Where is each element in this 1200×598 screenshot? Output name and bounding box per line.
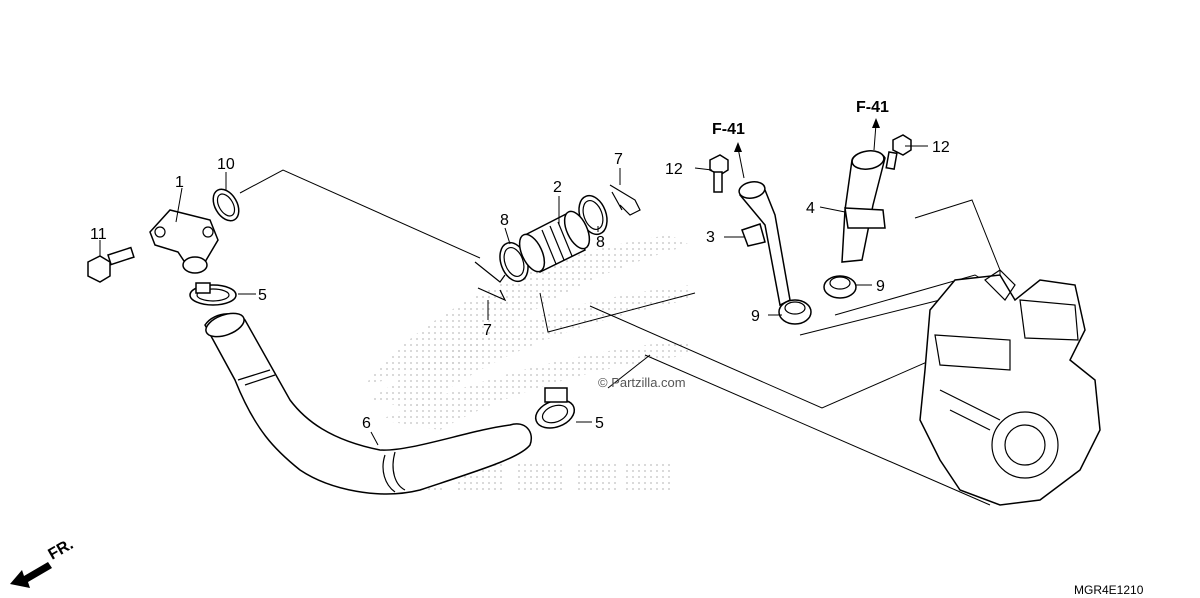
part-7-clip-left[interactable] bbox=[474, 261, 507, 302]
callout-9-right[interactable]: 9 bbox=[876, 278, 885, 295]
callout-11[interactable]: 11 bbox=[90, 226, 107, 243]
callout-7-right[interactable]: 7 bbox=[614, 151, 623, 168]
callout-10[interactable]: 10 bbox=[217, 156, 235, 173]
part-7-clip-right[interactable] bbox=[609, 184, 641, 216]
front-direction-marker: FR. bbox=[10, 536, 76, 588]
callout-8-right[interactable]: 8 bbox=[596, 234, 605, 251]
callout-3[interactable]: 3 bbox=[706, 229, 715, 246]
callout-5-lower[interactable]: 5 bbox=[595, 415, 604, 432]
reference-f41-left[interactable]: F-41 bbox=[712, 121, 745, 138]
part-10-o-ring[interactable] bbox=[208, 185, 244, 225]
callout-12-left[interactable]: 12 bbox=[665, 161, 683, 178]
diagram-code: MGR4E1210 bbox=[1074, 583, 1144, 597]
part-9-grommet-left[interactable] bbox=[778, 299, 812, 325]
arrow-up-icon bbox=[734, 142, 742, 152]
callout-1[interactable]: 1 bbox=[175, 174, 184, 191]
arrow-up-icon bbox=[872, 118, 880, 128]
part-1-water-outlet[interactable] bbox=[149, 209, 219, 274]
part-11-bolt[interactable] bbox=[87, 246, 135, 283]
part-12-bolt-right[interactable] bbox=[885, 134, 912, 171]
reference-f41-right[interactable]: F-41 bbox=[856, 99, 889, 116]
part-2-water-joint[interactable] bbox=[514, 208, 594, 276]
part-5-hose-clamp-upper[interactable] bbox=[189, 282, 237, 306]
arrow-front-icon bbox=[10, 562, 52, 588]
ref-arrow-left bbox=[734, 142, 745, 179]
part-5-hose-clamp-lower[interactable] bbox=[532, 387, 578, 433]
callout-8-left[interactable]: 8 bbox=[500, 212, 509, 229]
callout-12-right[interactable]: 12 bbox=[932, 139, 950, 156]
callout-4[interactable]: 4 bbox=[806, 200, 815, 217]
callout-2[interactable]: 2 bbox=[553, 179, 562, 196]
callout-9-left[interactable]: 9 bbox=[751, 308, 760, 325]
callout-5-upper[interactable]: 5 bbox=[258, 287, 267, 304]
part-4-water-pipe[interactable] bbox=[841, 149, 886, 263]
partzilla-watermark: © Partzilla.com bbox=[598, 375, 686, 390]
part-12-bolt-left[interactable] bbox=[709, 154, 729, 193]
callout-leaders bbox=[99, 145, 928, 446]
front-label: FR. bbox=[46, 536, 77, 564]
part-6-water-hose[interactable] bbox=[203, 309, 532, 495]
callout-7-left[interactable]: 7 bbox=[483, 322, 492, 339]
part-9-grommet-right[interactable] bbox=[823, 275, 857, 299]
ref-arrow-right bbox=[872, 118, 880, 151]
engine-block bbox=[919, 269, 1101, 506]
callout-6[interactable]: 6 bbox=[362, 415, 371, 432]
part-3-water-pipe[interactable] bbox=[738, 180, 791, 307]
